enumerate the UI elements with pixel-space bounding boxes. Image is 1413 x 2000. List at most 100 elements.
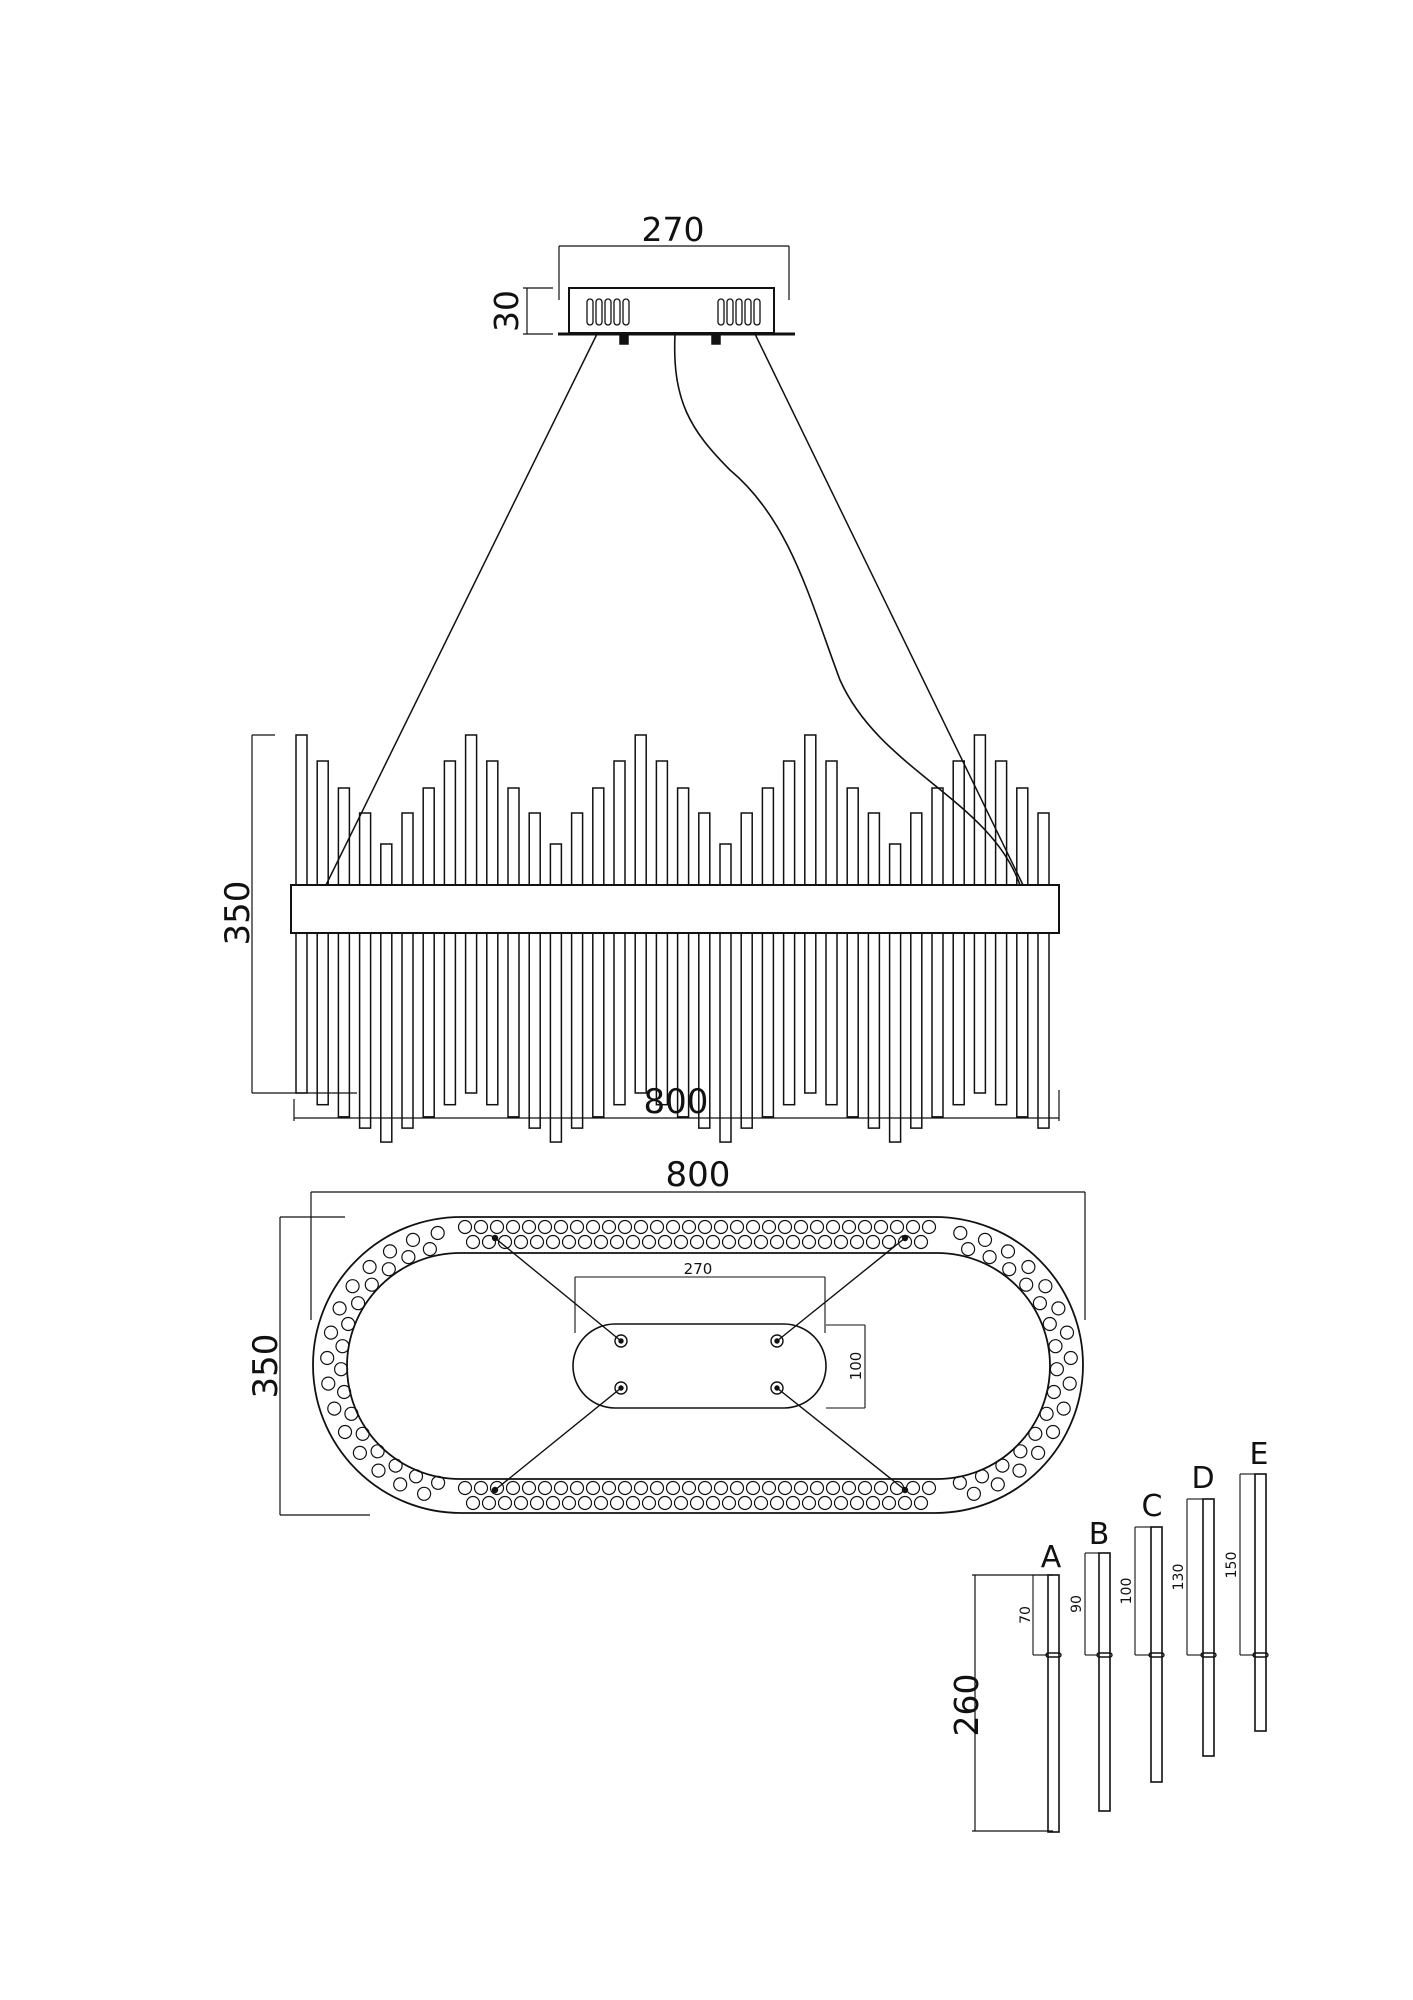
crystal-rod (1037, 812, 1050, 1129)
crystal-dot (1039, 1406, 1054, 1421)
crystal-d-length: 130 (1171, 1564, 1187, 1591)
crystal-rod (719, 843, 732, 1143)
crystal-dot (601, 1219, 617, 1235)
crystal-dot (729, 1219, 745, 1235)
crystal-dot (521, 1480, 537, 1496)
crystal-dot (769, 1495, 785, 1511)
crystal-dot (817, 1495, 833, 1511)
crystal-dot (332, 1301, 347, 1316)
crystal-a (1032, 1574, 1062, 1833)
crystal-dot (465, 1234, 481, 1250)
frame-ring-side (290, 884, 1060, 934)
crystal-dot (673, 1234, 689, 1250)
crystal-rod (740, 812, 753, 1129)
crystal-dot (321, 1376, 336, 1391)
crystal-dot (345, 1279, 360, 1294)
crystal-dot (905, 1480, 921, 1496)
crystal-rod (401, 812, 414, 1129)
crystal-dot (825, 1480, 841, 1496)
crystal-dot (769, 1234, 785, 1250)
crystal-dot (497, 1495, 513, 1511)
crystal-dot (952, 1475, 968, 1490)
crystal-e-letter: E (1250, 1437, 1269, 1472)
crystal-dot (537, 1480, 553, 1496)
crystal-dot (921, 1480, 937, 1496)
crystal-dot (673, 1495, 689, 1511)
crystal-dot (625, 1495, 641, 1511)
crystal-dot (489, 1219, 505, 1235)
crystal-dot (1013, 1444, 1028, 1459)
crystal-dot (601, 1480, 617, 1496)
crystal-dot (713, 1480, 729, 1496)
crystal-dot (545, 1495, 561, 1511)
crystal-dot (737, 1234, 753, 1250)
crystal-dot (569, 1219, 585, 1235)
crystal-dot (1032, 1296, 1048, 1311)
crystal-dot (609, 1234, 625, 1250)
crystal-dot (577, 1495, 593, 1511)
crystal-dot (337, 1384, 352, 1400)
crystal-dot (537, 1219, 553, 1235)
crystal-dot (633, 1219, 649, 1235)
mount-screws (491, 1234, 909, 1494)
crystal-dot (633, 1480, 649, 1496)
crystal-dot (881, 1495, 897, 1511)
crystal-dot (553, 1219, 569, 1235)
crystal-dot (334, 1362, 349, 1377)
crystal-dot (529, 1495, 545, 1511)
crystal-dot (505, 1219, 521, 1235)
crystal-rod (846, 787, 859, 1118)
crystal-dot (1051, 1301, 1066, 1316)
crystal-dot (529, 1234, 545, 1250)
crystal-c-letter: C (1142, 1489, 1163, 1524)
width-label: 800 (644, 1082, 709, 1122)
crystal-dot (649, 1480, 665, 1496)
crystal-dot (777, 1219, 793, 1235)
crystal-dot (801, 1234, 817, 1250)
support-arms (494, 1237, 906, 1491)
crystal-c (1134, 1526, 1165, 1783)
crystal-dots (320, 1219, 1078, 1511)
crystal-dot (617, 1219, 633, 1235)
crystal-rod (867, 812, 881, 1129)
crystal-dot (473, 1219, 489, 1235)
crystal-d-letter: D (1191, 1461, 1214, 1496)
crystal-dot (1012, 1463, 1027, 1478)
crystal-dot (355, 1426, 370, 1441)
crystal-dot (585, 1219, 601, 1235)
crystal-rod (761, 787, 775, 1118)
mounting-plate (572, 1323, 827, 1409)
crystal-dot (1028, 1426, 1043, 1441)
plate-depth-label: 100 (847, 1352, 865, 1381)
crystal-dot (793, 1480, 809, 1496)
crystal-dot (585, 1480, 601, 1496)
crystal-dot (785, 1495, 801, 1511)
crystal-dot (721, 1234, 737, 1250)
power-cable (673, 333, 1021, 886)
ring-outer-outline (312, 1216, 1084, 1514)
crystal-dot (729, 1480, 745, 1496)
crystal-dot (1042, 1316, 1057, 1332)
crystal-dot (393, 1477, 408, 1492)
crystal-dot (905, 1219, 921, 1235)
plate-depth-dimension (826, 1324, 866, 1409)
crystal-dot (785, 1234, 801, 1250)
crystal-dot (982, 1249, 997, 1265)
crystal-dot (833, 1495, 849, 1511)
crystal-dot (323, 1325, 339, 1340)
crystal-dot (974, 1469, 990, 1484)
crystal-b-length: 90 (1069, 1595, 1085, 1613)
crystal-rod (592, 787, 605, 1118)
canopy-height-dimension (523, 287, 553, 335)
crystal-rod (549, 843, 563, 1143)
crystal-dot (966, 1486, 982, 1501)
crystal-dot (1059, 1325, 1075, 1340)
crystal-dot (705, 1495, 721, 1511)
crystal-dot (473, 1480, 489, 1496)
crystal-dot (341, 1316, 356, 1332)
plate-width-dimension (574, 1276, 826, 1333)
crystal-d (1186, 1498, 1217, 1757)
crystal-dot (561, 1234, 577, 1250)
crystal-dot (505, 1480, 521, 1496)
crystal-dot (745, 1480, 761, 1496)
